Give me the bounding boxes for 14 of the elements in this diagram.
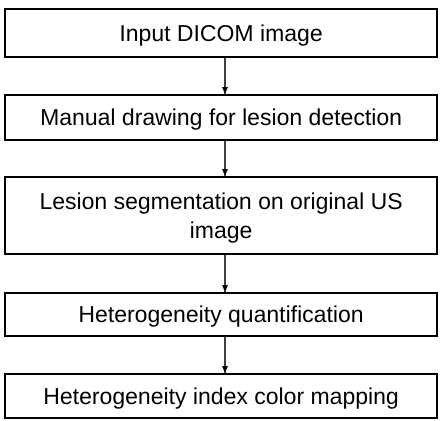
process-box — [4, 8, 438, 58]
arrow — [222, 58, 228, 94]
box-label: Heterogeneity quantification — [77, 300, 365, 329]
box-label: Heterogeneity index color mapping — [42, 382, 400, 410]
process-box — [4, 373, 438, 419]
arrow — [222, 255, 228, 292]
box-label: Manual drawing for lesion detection — [39, 103, 403, 132]
process-box — [4, 94, 438, 141]
process-box — [4, 176, 438, 255]
box-label: Lesion segmentation on original US image — [38, 186, 404, 244]
box-label: Input DICOM image — [118, 18, 324, 48]
arrow — [222, 141, 228, 176]
process-box — [4, 292, 438, 337]
arrow — [222, 337, 228, 373]
